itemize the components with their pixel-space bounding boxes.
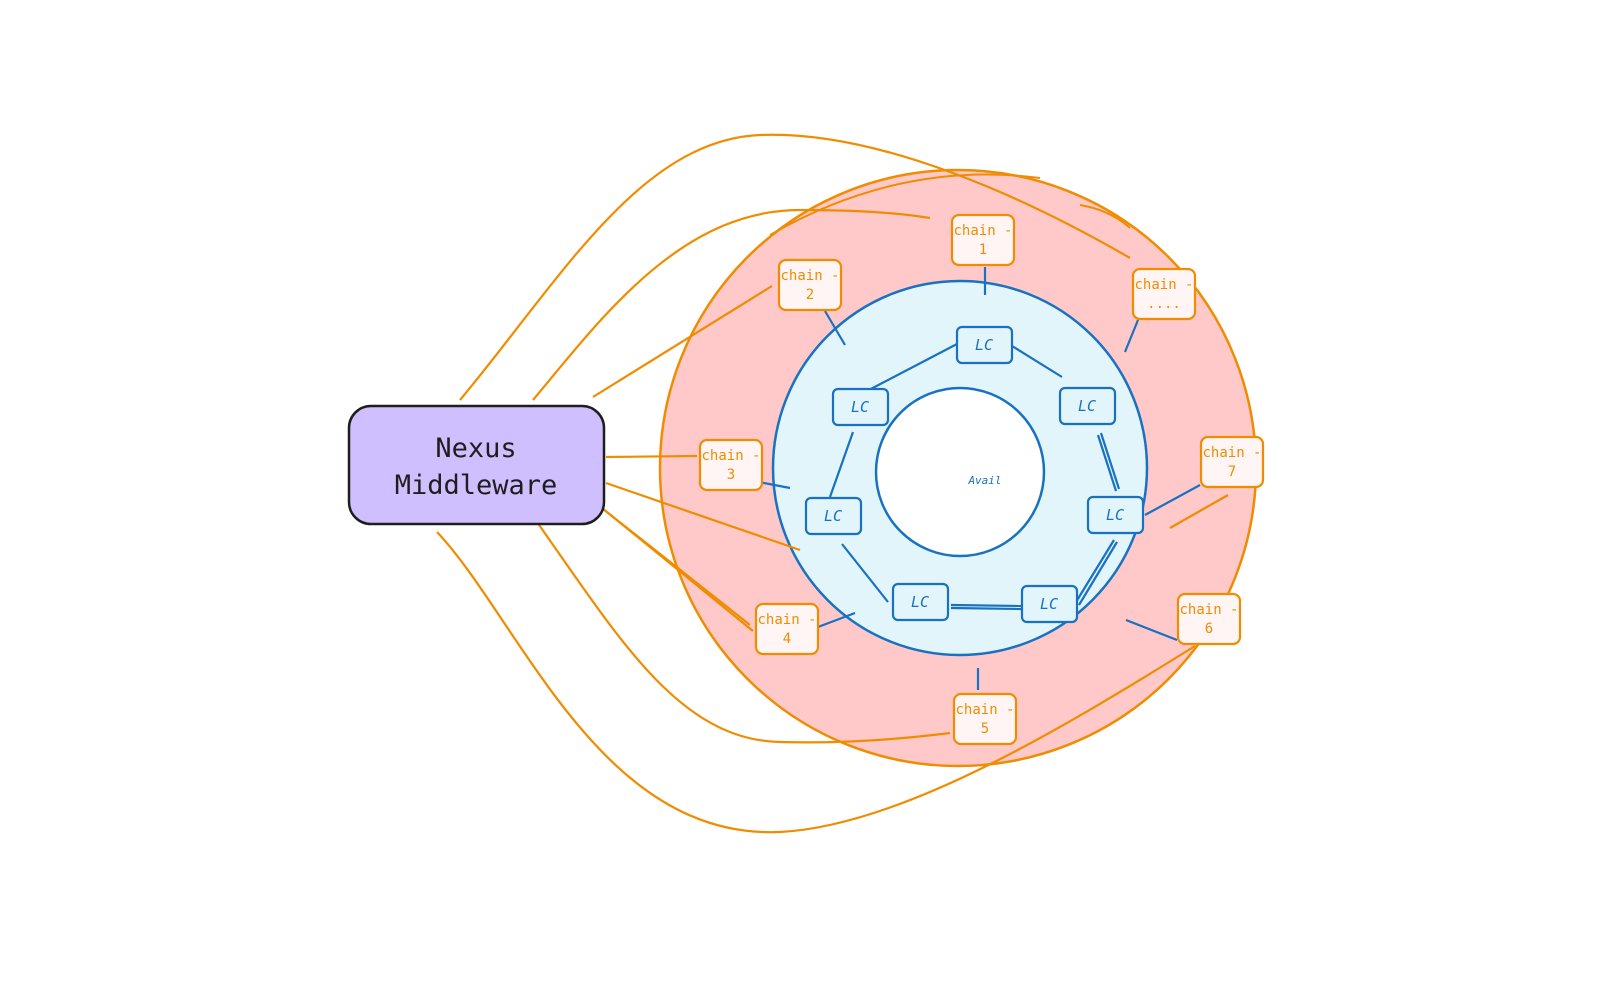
- chain-label-line1: chain -: [757, 612, 816, 628]
- connector-nexus-chain-3: [605, 454, 698, 459]
- chain-label-line1: chain -: [955, 702, 1014, 718]
- chain-label-line2: 7: [1228, 464, 1236, 480]
- connector-nexus-chain-1: [532, 208, 931, 401]
- chain-node-1[interactable]: chain - 1: [950, 213, 1016, 267]
- ring-connectors: [758, 267, 1201, 690]
- nexus-middleware-box[interactable]: Nexus Middleware: [347, 404, 606, 526]
- connector-nexus-chain-dots: [459, 133, 1131, 401]
- chain-label-line2: 6: [1205, 621, 1213, 637]
- lc-label: LC: [975, 336, 993, 354]
- chain-node-4[interactable]: chain - 4: [754, 602, 820, 656]
- chain-label-line2: 4: [783, 631, 791, 647]
- lc-label: LC: [824, 507, 842, 525]
- chain-label-line1: chain -: [953, 223, 1012, 239]
- chain-node-6[interactable]: chain - 6: [1176, 592, 1242, 646]
- lc-label: LC: [911, 593, 929, 611]
- nexus-connectors: [436, 133, 1229, 834]
- lc-node[interactable]: LC: [804, 496, 863, 536]
- connector-nexus-chain-4b: [597, 504, 751, 626]
- chain-label-line1: chain -: [1134, 277, 1193, 293]
- lc-node[interactable]: LC: [1020, 584, 1079, 624]
- chain-label-line1: chain -: [1202, 445, 1261, 461]
- lc-label: LC: [1078, 397, 1096, 415]
- lc-label: LC: [1040, 595, 1058, 613]
- nexus-middleware-shape: [347, 404, 606, 526]
- avail-core: [874, 386, 1046, 558]
- chains-ring-sketch-2: [1079, 204, 1131, 229]
- nexus-title-line2: Middleware: [395, 470, 558, 501]
- chain-label-line2: 1: [979, 242, 987, 258]
- nexus-title-line1: Nexus: [435, 433, 516, 464]
- lc-node[interactable]: LC: [955, 325, 1014, 365]
- lc-node[interactable]: LC: [831, 387, 890, 427]
- lc-node[interactable]: LC: [1058, 386, 1117, 426]
- chain-node-3[interactable]: chain - 3: [698, 438, 764, 492]
- chain-node-5[interactable]: chain - 5: [952, 692, 1018, 746]
- connector-nexus-chain-5: [536, 521, 951, 744]
- chain-node-2[interactable]: chain - 2: [777, 258, 843, 312]
- connector-nexus-chain-6: [436, 531, 1196, 834]
- chains-ring-sketch: [769, 173, 1041, 236]
- chain-label-line2: 3: [727, 467, 735, 483]
- connector-nexus-chain-2: [592, 285, 773, 398]
- chain-label-line2: ....: [1147, 296, 1181, 312]
- lc-label: LC: [1106, 506, 1124, 524]
- chain-label-line2: 2: [806, 287, 814, 303]
- chain-label-line1: chain -: [1179, 602, 1238, 618]
- lc-label: LC: [851, 398, 869, 416]
- chain-label-line2: 5: [981, 721, 989, 737]
- chain-node-dots[interactable]: chain - ....: [1131, 267, 1197, 321]
- connector-chain-7-tail: [1169, 494, 1229, 529]
- chain-label-line1: chain -: [780, 268, 839, 284]
- chain-node-7[interactable]: chain - 7: [1199, 435, 1265, 489]
- lc-node[interactable]: LC: [891, 582, 950, 622]
- lc-node[interactable]: LC: [1086, 495, 1145, 535]
- chain-label-line1: chain -: [701, 448, 760, 464]
- avail-label: Avail: [967, 474, 1001, 487]
- lc-polygon: [828, 343, 1121, 611]
- connector-nexus-inner: [605, 481, 801, 552]
